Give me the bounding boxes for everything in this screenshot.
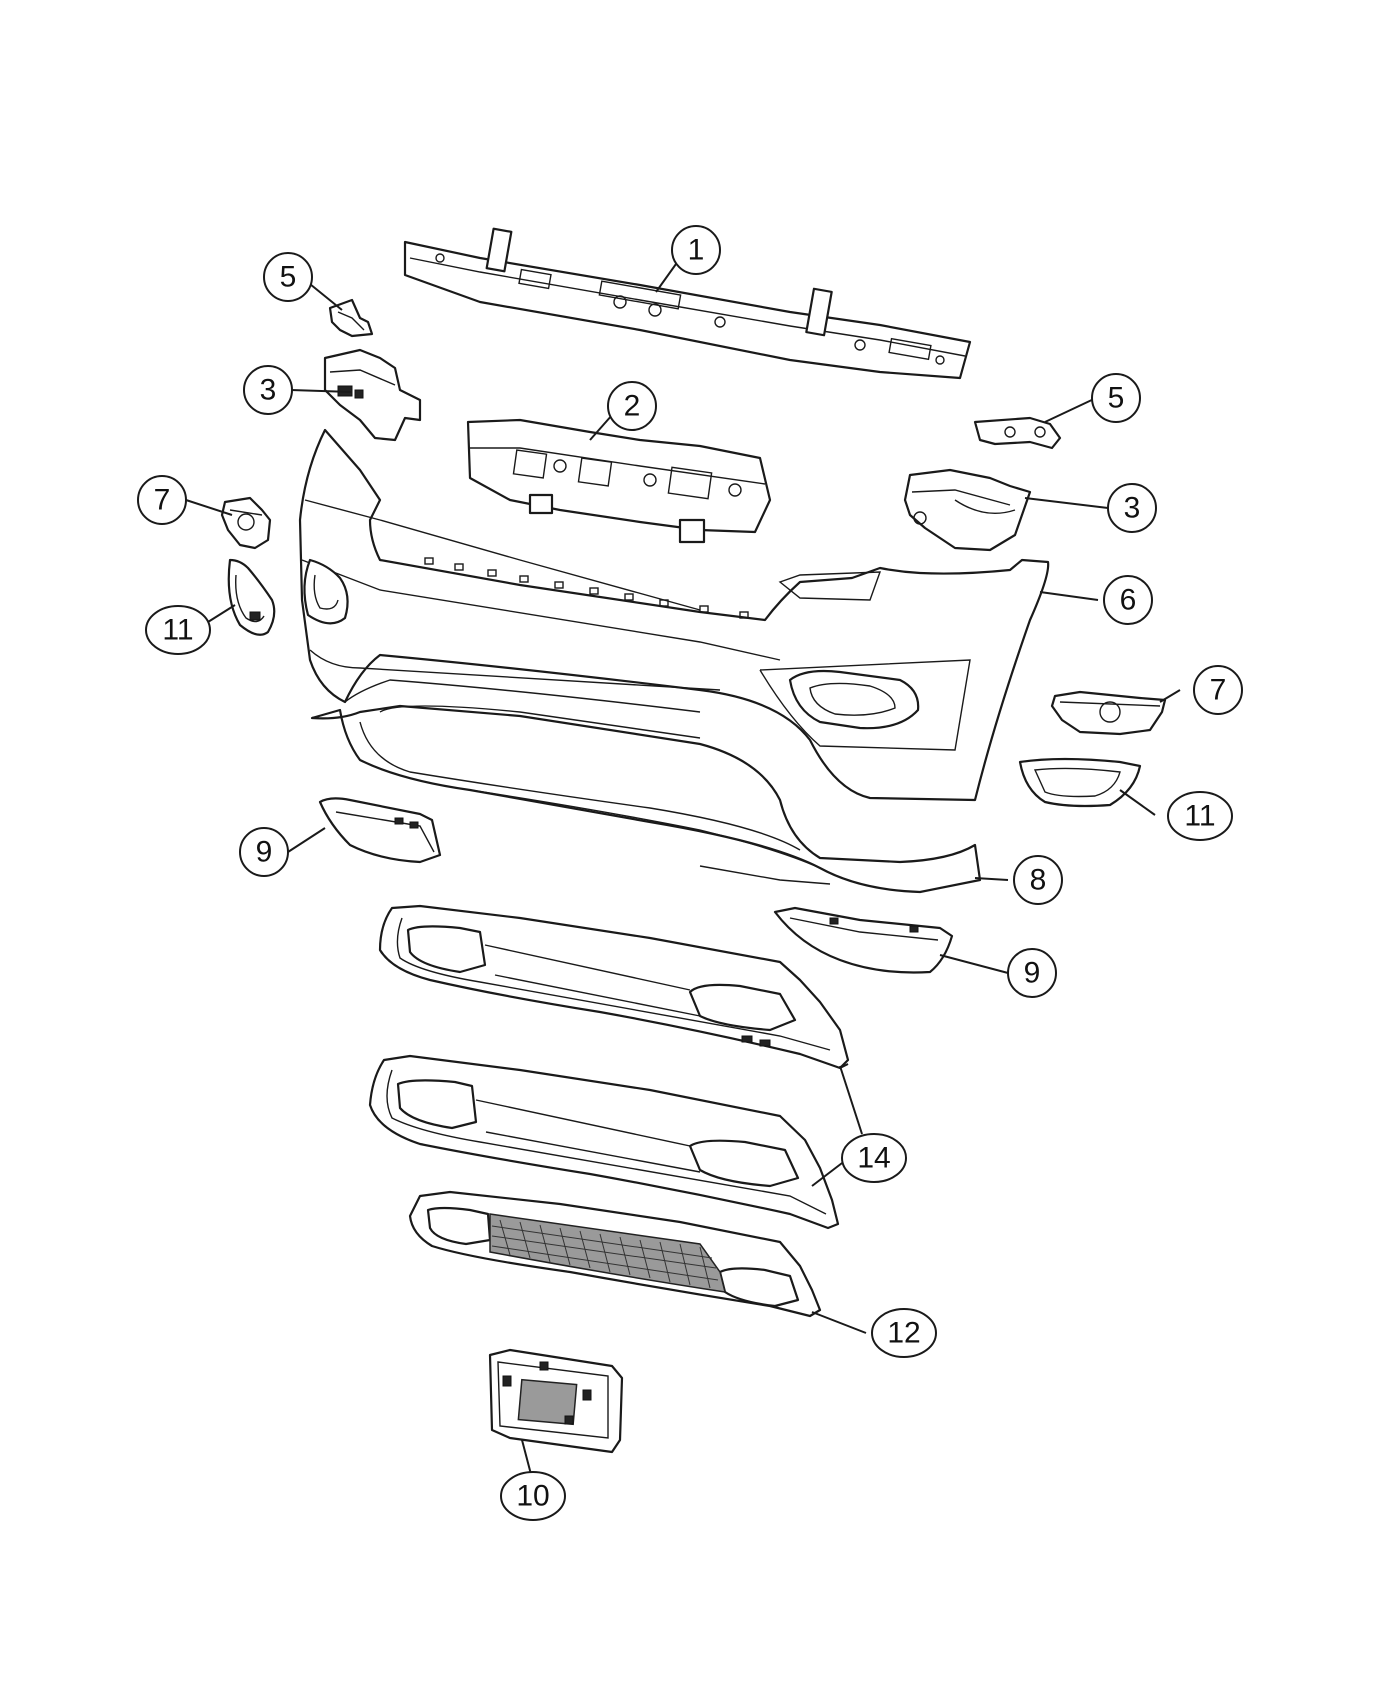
callout-3-right-label: 3 bbox=[1124, 492, 1141, 525]
callout-5-left: 5 bbox=[263, 252, 313, 302]
fascia-clip-tabs bbox=[424, 557, 749, 619]
callout-9-right: 9 bbox=[1007, 948, 1057, 998]
part-14-upper-grille-bezel[interactable] bbox=[378, 904, 850, 1070]
part-14-lower-grille-bezel[interactable] bbox=[368, 1054, 840, 1230]
callout-8: 8 bbox=[1013, 855, 1063, 905]
callout-7-right: 7 bbox=[1193, 665, 1243, 715]
callout-9-right-label: 9 bbox=[1024, 957, 1041, 990]
callout-9-left-label: 9 bbox=[256, 836, 273, 869]
part-5-right-clip[interactable] bbox=[973, 416, 1062, 450]
part-6-bumper-fascia[interactable] bbox=[298, 428, 1050, 802]
callout-12: 12 bbox=[871, 1308, 937, 1358]
callout-14: 14 bbox=[841, 1133, 907, 1183]
callout-7-left-label: 7 bbox=[154, 484, 171, 517]
callout-6: 6 bbox=[1103, 575, 1153, 625]
callout-7-left: 7 bbox=[137, 475, 187, 525]
callout-9-left: 9 bbox=[239, 827, 289, 877]
part-9-right-valance-trim[interactable] bbox=[773, 906, 954, 974]
callout-1-label: 1 bbox=[688, 234, 705, 267]
part-8-lower-valance[interactable] bbox=[310, 704, 982, 894]
callout-10-label: 10 bbox=[516, 1480, 549, 1513]
callout-5-right: 5 bbox=[1091, 373, 1141, 423]
part-2-energy-absorber[interactable] bbox=[466, 418, 772, 544]
part-10-license-plate-bracket[interactable] bbox=[488, 1348, 624, 1454]
callout-10: 10 bbox=[500, 1471, 566, 1521]
callout-7-right-label: 7 bbox=[1210, 674, 1227, 707]
part-11-right-fog-bezel[interactable] bbox=[1018, 757, 1142, 808]
part-7-right-fog-bracket[interactable] bbox=[1050, 690, 1167, 736]
callout-3-left: 3 bbox=[243, 365, 293, 415]
callout-6-label: 6 bbox=[1120, 584, 1137, 617]
callout-5-right-label: 5 bbox=[1108, 382, 1125, 415]
callout-12-label: 12 bbox=[887, 1317, 920, 1350]
grille-mesh-lines bbox=[491, 1219, 719, 1289]
callout-8-label: 8 bbox=[1030, 864, 1047, 897]
callout-2: 2 bbox=[607, 381, 657, 431]
callout-11-right: 11 bbox=[1167, 791, 1233, 841]
part-3-right-bracket[interactable] bbox=[903, 468, 1032, 552]
part-1-bumper-reinforcement-beam[interactable] bbox=[403, 227, 972, 380]
part-3-left-bracket[interactable] bbox=[323, 348, 422, 442]
part-11-left-fog-bezel[interactable] bbox=[227, 558, 276, 636]
callout-11-left: 11 bbox=[145, 605, 211, 655]
callout-11-right-label: 11 bbox=[1184, 800, 1215, 833]
part-12-lower-grille[interactable] bbox=[408, 1190, 822, 1318]
callout-5-left-label: 5 bbox=[280, 261, 297, 294]
part-7-left-fog-bracket[interactable] bbox=[220, 496, 272, 550]
callout-3-left-label: 3 bbox=[260, 374, 277, 407]
callout-14-label: 14 bbox=[857, 1142, 890, 1175]
callout-1: 1 bbox=[671, 225, 721, 275]
callout-2-label: 2 bbox=[624, 390, 641, 423]
part-9-left-valance-trim[interactable] bbox=[318, 797, 442, 864]
callout-3-right: 3 bbox=[1107, 483, 1157, 533]
callout-11-left-label: 11 bbox=[162, 614, 193, 647]
